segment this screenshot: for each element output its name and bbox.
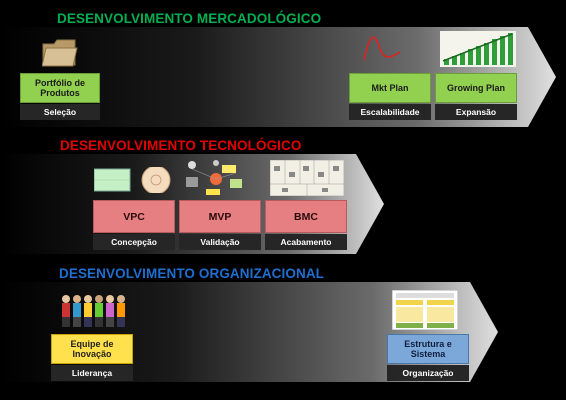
box-mvp: MVP xyxy=(179,200,261,233)
box-portfolio-produtos: Portfólio de Produtos xyxy=(20,73,100,103)
business-model-canvas-icon xyxy=(269,159,345,201)
folder-icon xyxy=(41,38,78,73)
label-expansao: Expansão xyxy=(435,104,517,120)
label-selecao: Seleção xyxy=(20,104,100,120)
box-mkt-plan: Mkt Plan xyxy=(349,73,431,103)
section-title-mercadologico: DESENVOLVIMENTO MERCADOLÓGICO xyxy=(57,11,322,26)
label-escalabilidade: Escalabilidade xyxy=(349,104,431,120)
growth-bar-chart-icon xyxy=(440,31,516,72)
management-structure-icon xyxy=(391,289,459,335)
section-title-organizacional: DESENVOLVIMENTO ORGANIZACIONAL xyxy=(59,266,325,281)
section-title-tecnologico: DESENVOLVIMENTO TECNOLÓGICO xyxy=(60,138,302,153)
mvp-sketch-icon xyxy=(180,159,254,202)
label-organizacao: Organização xyxy=(387,365,469,381)
box-growing-plan: Growing Plan xyxy=(435,73,517,103)
label-validacao: Validação xyxy=(179,234,261,250)
label-acabamento: Acabamento xyxy=(265,234,347,250)
label-concepcao: Concepção xyxy=(93,234,175,250)
box-equipe-inovacao: Equipe de Inovação xyxy=(51,334,133,364)
box-vpc: VPC xyxy=(93,200,175,233)
team-people-icon xyxy=(60,294,126,333)
box-bmc: BMC xyxy=(265,200,347,233)
label-lideranca: Liderança xyxy=(51,365,133,381)
box-estrutura-sistema: Estrutura e Sistema xyxy=(387,334,469,364)
line-chart-icon xyxy=(362,34,402,69)
value-proposition-canvas-icon xyxy=(93,165,174,198)
